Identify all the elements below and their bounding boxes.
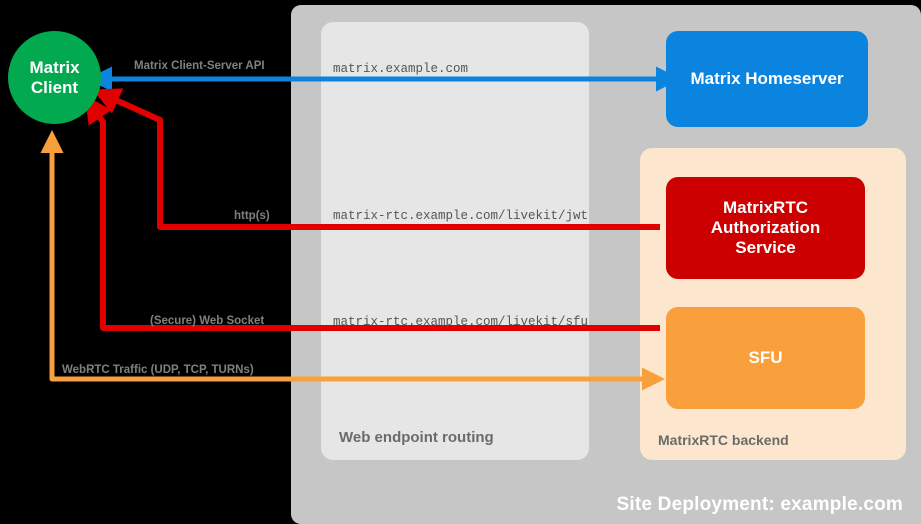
edge-label-matrix-client-server-api: Matrix Client-Server API: [134, 60, 265, 72]
node-matrixrtc-authorization-service[interactable]: MatrixRTC Authorization Service: [666, 177, 865, 279]
endpoint-livekit-jwt: matrix-rtc.example.com/livekit/jwt: [333, 209, 589, 223]
node-sfu-label: SFU: [748, 347, 783, 367]
node-matrix-client[interactable]: Matrix Client: [8, 31, 101, 124]
node-auth-line1: MatrixRTC: [722, 197, 808, 217]
web-endpoint-routing-label: Web endpoint routing: [339, 429, 494, 446]
node-matrix-homeserver-label: Matrix Homeserver: [690, 68, 844, 88]
node-auth-line3: Service: [735, 238, 796, 258]
node-matrix-client-line1: Matrix: [29, 58, 80, 78]
site-deployment-title: Site Deployment: example.com: [616, 494, 903, 515]
edge-label-https: http(s): [234, 210, 270, 222]
edge-label-webrtc-traffic: WebRTC Traffic (UDP, TCP, TURNs): [62, 364, 254, 376]
endpoint-livekit-sfu: matrix-rtc.example.com/livekit/sfu: [333, 315, 589, 329]
matrixrtc-backend-label: MatrixRTC backend: [658, 432, 789, 448]
node-sfu[interactable]: SFU: [666, 307, 865, 409]
node-auth-line2: Authorization: [710, 217, 821, 237]
endpoint-matrix-example-com: matrix.example.com: [333, 62, 469, 76]
edge-label-web-socket: (Secure) Web Socket: [150, 315, 265, 327]
node-matrix-client-line2: Client: [30, 77, 79, 97]
node-matrix-homeserver[interactable]: Matrix Homeserver: [666, 31, 868, 127]
web-endpoint-routing-container: Web endpoint routing: [321, 22, 589, 460]
